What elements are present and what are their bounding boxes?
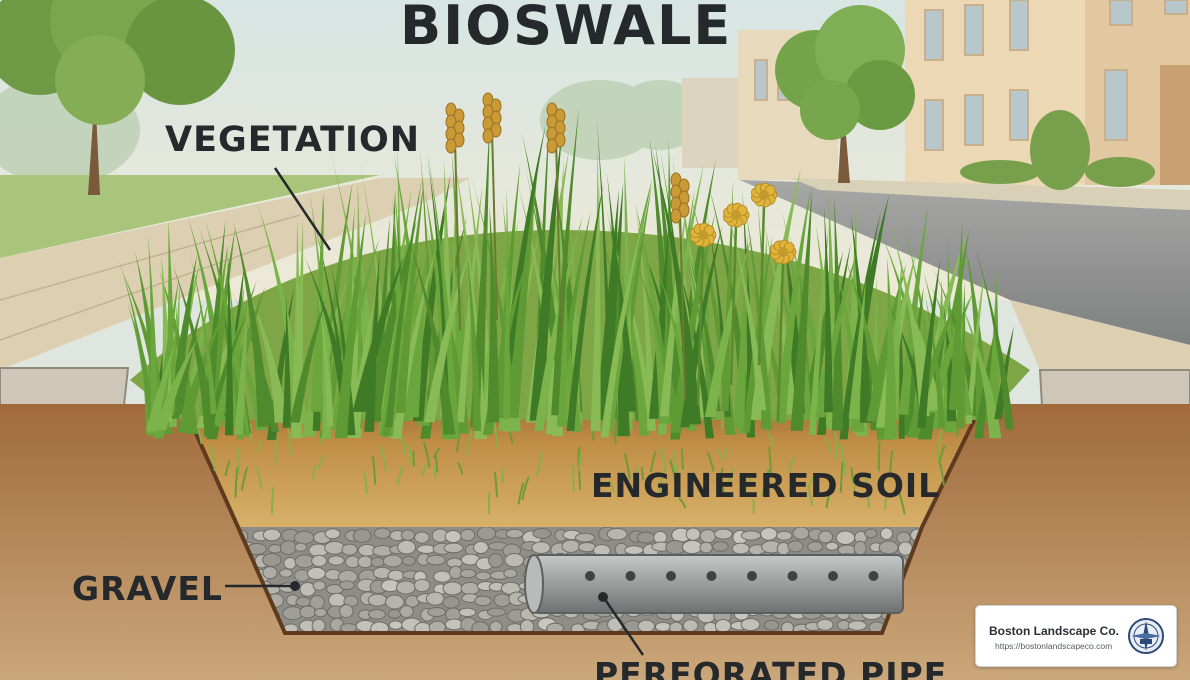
leader-lines [225,167,645,656]
sidewalk-left [0,178,470,370]
hedge [960,110,1155,190]
lawn [0,175,380,258]
pipe-icon [524,554,904,614]
far-sidewalk [790,178,1190,210]
curb [0,367,1190,407]
brand-name: Boston Landscape Co. [989,624,1120,638]
brand-logo-card[interactable]: Boston Landscape Co. https://bostonlands… [975,605,1177,667]
engineered-soil-label: ENGINEERED SOIL [591,466,941,505]
gravel-label: GRAVEL [72,569,223,608]
road [740,180,1190,345]
diagram-title: BIOSWALE [400,0,733,57]
perforated-pipe-label: PERFORATED PIPE [594,655,948,680]
grass-icon [118,107,1030,440]
vegetation-label: VEGETATION [165,120,421,160]
trench-outline [178,397,987,635]
compass-rose-icon [1128,618,1164,654]
sidewalk-right [1010,300,1190,372]
brand-url[interactable]: https://bostonlandscapeco.com [995,641,1113,651]
tree-icon [0,0,235,195]
flower-icon [445,92,797,423]
tree-icon [775,5,915,183]
